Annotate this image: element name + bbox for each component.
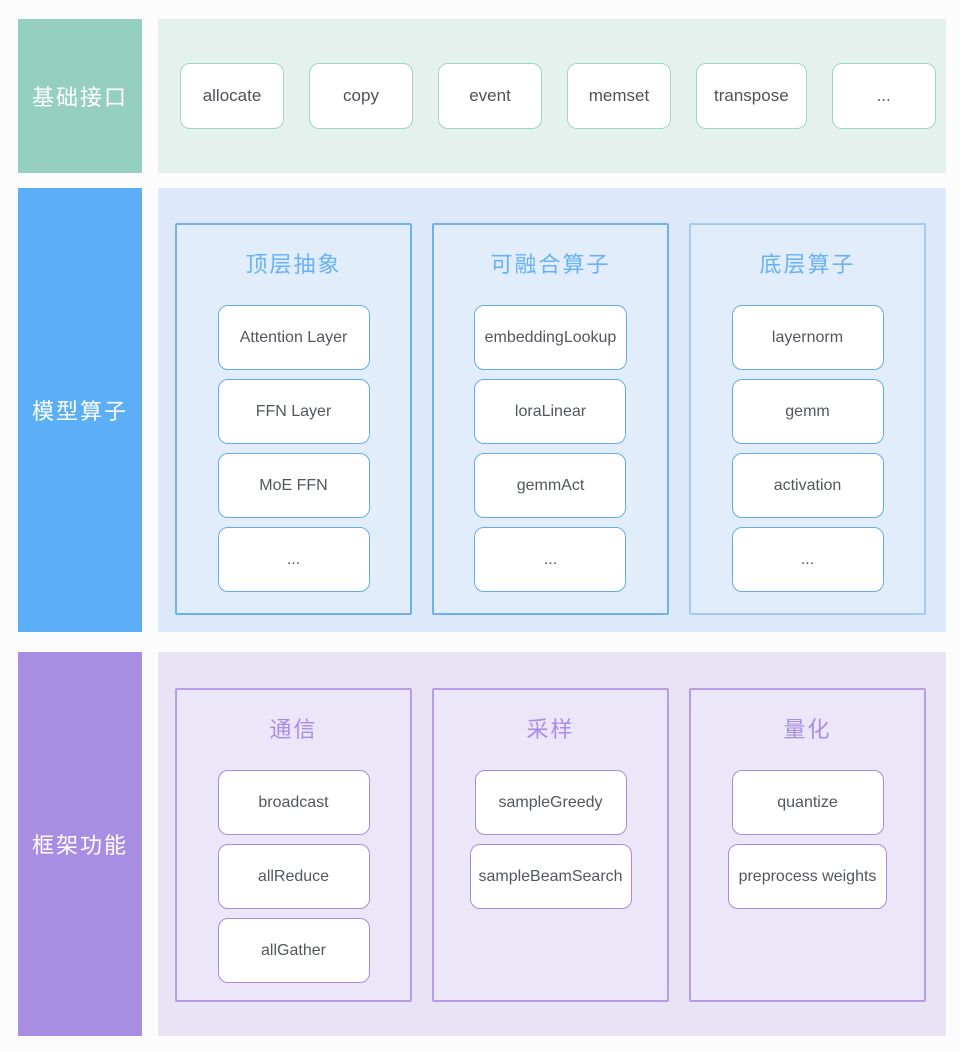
operator-group-title: 采样 <box>526 717 575 742</box>
band-basic-interface: 基础接口 allocate copy event memset transpose... <box>18 19 946 173</box>
operator-group: 通信 broadcast allReduce allGather <box>175 688 412 1002</box>
operator-box: activation <box>731 453 884 518</box>
operator-group-title: 通信 <box>269 717 318 742</box>
framework-functions-panel: 通信 broadcast allReduce allGather 采样 sample… <box>158 652 946 1036</box>
framework-functions-label: 框架功能 <box>18 652 142 1036</box>
api-box: copy <box>309 63 413 129</box>
operator-box: MoE FFN <box>217 453 370 518</box>
operator-box: Attention Layer <box>217 305 370 370</box>
operator-group-boxes: sampleGreedy sampleBeamSearch <box>469 770 632 909</box>
model-operators-label: 模型算子 <box>18 188 142 632</box>
operator-group-boxes: quantize preprocess weights <box>727 770 888 909</box>
operator-box: embeddingLookup <box>473 305 628 370</box>
operator-box: allGather <box>217 918 370 983</box>
api-box: allocate <box>180 63 284 129</box>
operator-group-title: 可融合算子 <box>490 252 611 277</box>
operator-box: broadcast <box>217 770 370 835</box>
operator-group-title: 量化 <box>783 717 832 742</box>
operator-box: gemm <box>731 379 884 444</box>
operator-group: 可融合算子 embeddingLookup loraLinear gemmAct..… <box>432 223 669 615</box>
api-box: ... <box>831 63 936 129</box>
operator-group-boxes: broadcast allReduce allGather <box>217 770 370 983</box>
operator-group: 采样 sampleGreedy sampleBeamSearch <box>432 688 669 1002</box>
api-box: memset <box>567 63 671 129</box>
basic-interface-label: 基础接口 <box>18 19 142 173</box>
operator-box: gemmAct <box>474 453 627 518</box>
operator-box: allReduce <box>217 844 370 909</box>
operator-group-title: 底层算子 <box>759 252 856 277</box>
operator-box: quantize <box>731 770 884 835</box>
operator-box: preprocess weights <box>727 844 888 909</box>
band-framework-functions: 框架功能 通信 broadcast allReduce allGather 采样 s… <box>18 652 946 1036</box>
operator-box: layernorm <box>731 305 884 370</box>
operator-box: ... <box>217 527 370 592</box>
operator-box: ... <box>731 527 884 592</box>
operator-box: sampleBeamSearch <box>469 844 632 909</box>
operator-group-boxes: embeddingLookup loraLinear gemmAct... <box>473 305 628 592</box>
operator-group: 底层算子 layernorm gemm activation... <box>689 223 926 615</box>
operator-box: loraLinear <box>474 379 627 444</box>
api-box: transpose <box>696 63 807 129</box>
operator-box: FFN Layer <box>217 379 370 444</box>
basic-interface-panel: allocate copy event memset transpose... <box>158 19 946 173</box>
operator-group-boxes: layernorm gemm activation... <box>731 305 884 592</box>
operator-box: ... <box>474 527 627 592</box>
api-box: event <box>438 63 542 129</box>
operator-group: 量化 quantize preprocess weights <box>689 688 926 1002</box>
operator-box: sampleGreedy <box>474 770 627 835</box>
operator-group-title: 顶层抽象 <box>245 252 342 277</box>
